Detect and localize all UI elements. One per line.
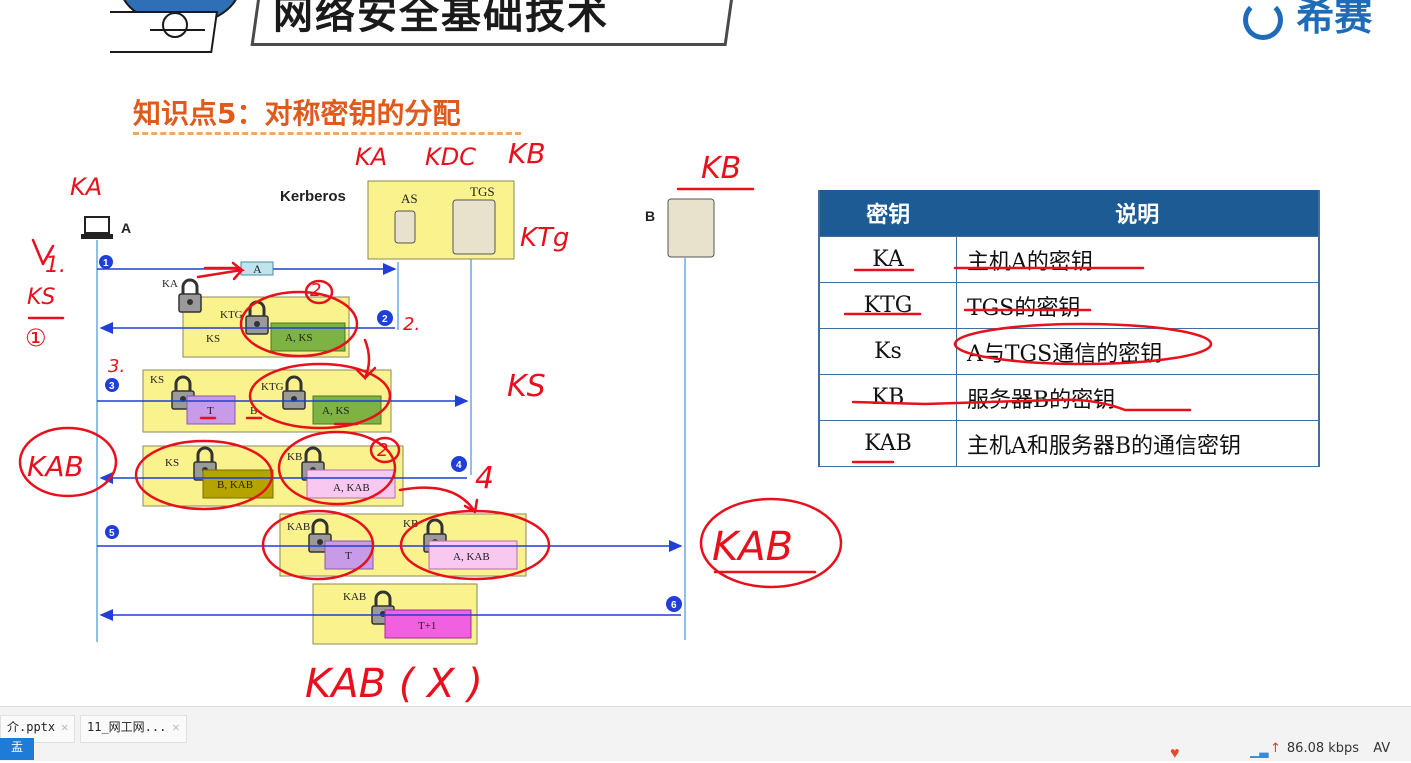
payload-ks-1: KS [206, 333, 220, 345]
server-b-icon [667, 198, 715, 258]
table-cell-key: Ks [818, 328, 957, 375]
table-row: KA 主机A的密钥 [818, 236, 1320, 283]
step-1-badge [99, 255, 113, 269]
lock-key-kab-2: KAB [343, 591, 366, 603]
net-speed-value: 86.08 kbps [1286, 741, 1360, 756]
slide-canvas: 网络安全基础技术 希赛 知识点5：对称密钥的分配 Kerberos AS TGS [15, 0, 1411, 706]
computer-a-icon [84, 216, 110, 234]
step-4-number: 4 [456, 460, 462, 471]
step-2-number: 2 [382, 314, 388, 325]
step-2-badge [377, 310, 393, 326]
lock-key-kab-1: KAB [287, 521, 310, 533]
table-header-row: 密钥 说明 [819, 190, 1319, 237]
close-icon[interactable]: ✕ [61, 720, 69, 734]
upload-arrow-icon: ↑ [1270, 741, 1281, 756]
table-cell-key: KB [818, 374, 957, 421]
step-4-badge [451, 456, 467, 472]
step-5-badge [105, 525, 119, 539]
window-left-edge [0, 0, 16, 706]
brand-logo: 希赛 [1243, 0, 1372, 41]
signal-icon: ▁▃ [1250, 744, 1269, 758]
app-chip-label: 盂 [10, 740, 23, 754]
payload-a-kab-2: A, KAB [453, 551, 490, 563]
key-table: 密钥 说明 KA 主机A的密钥 KTG TGS的密钥 Ks A与TGS通信的密钥… [818, 190, 1320, 467]
payload-b-1: B [250, 405, 257, 417]
step-6-badge [666, 596, 682, 612]
tgs-label: TGS [470, 184, 495, 199]
step-3-number: 3 [109, 381, 115, 392]
lock-key-ka: KA [162, 278, 178, 290]
table-row: KAB 主机A和服务器B的通信密钥 [818, 420, 1320, 467]
payload-t-1: T [207, 405, 214, 417]
network-speed: ↑ 86.08 kbps AV [1270, 741, 1390, 756]
step-1-number: 1 [103, 258, 109, 269]
slide-title: 网络安全基础技术 [273, 0, 609, 38]
payload-b-kab: B, KAB [217, 479, 253, 491]
tgs-server-icon [452, 199, 496, 255]
step-6-number: 6 [671, 600, 677, 611]
taskbar: 介.pptx ✕ 11_网工网... ✕ [0, 706, 1411, 761]
lock-key-ks-1: KS [150, 374, 164, 386]
step-3-badge [105, 378, 119, 392]
host-a-label: A [121, 220, 131, 236]
host-b-label: B [645, 208, 655, 224]
table-row: KB 服务器B的密钥 [818, 374, 1320, 421]
net-speed-extra: AV [1373, 741, 1391, 756]
mascot-illustration [110, 0, 237, 53]
lock-key-kb-2: KB [403, 518, 418, 530]
table-row: Ks A与TGS通信的密钥 [818, 328, 1320, 375]
payload-t-2: T [345, 550, 352, 562]
logo-text: 希赛 [1296, 0, 1373, 39]
payload-a-ks-2: A, KS [322, 405, 350, 417]
tab-label: 介.pptx [7, 720, 56, 734]
table-header-key: 密钥 [819, 190, 957, 237]
as-server-icon [394, 210, 416, 244]
kerberos-label: Kerberos [280, 188, 346, 205]
as-label: AS [401, 191, 418, 206]
table-cell-desc: 主机A和服务器B的通信密钥 [956, 420, 1320, 467]
lock-key-ktg-2: KTG [261, 381, 284, 393]
table-cell-desc: A与TGS通信的密钥 [956, 328, 1320, 375]
payload-a-kab-1: A, KAB [333, 482, 370, 494]
lock-key-kb-1: KB [287, 451, 302, 463]
title-underline [133, 132, 521, 135]
payload-t-plus-1: T+1 [418, 620, 436, 632]
lock-key-ks-2: KS [165, 457, 179, 469]
tab-network[interactable]: 11_网工网... ✕ [80, 715, 187, 743]
table-cell-key: KA [818, 236, 957, 283]
table-cell-key: KAB [818, 420, 957, 467]
app-chip[interactable]: 盂 [0, 738, 34, 760]
logo-mark-icon [1243, 0, 1283, 40]
kerberos-diagram: Kerberos AS TGS A B 1 A KA KTG KS A, KS … [81, 180, 715, 645]
table-cell-desc: TGS的密钥 [956, 282, 1320, 329]
msg1-label: A [253, 262, 262, 276]
table-cell-desc: 主机A的密钥 [956, 236, 1320, 283]
step-5-number: 5 [109, 528, 115, 539]
close-icon[interactable]: ✕ [172, 720, 180, 734]
tab-label: 11_网工网... [87, 720, 167, 734]
lock-key-ktg-1: KTG [220, 309, 243, 321]
table-cell-key: KTG [818, 282, 957, 329]
table-cell-desc: 服务器B的密钥 [956, 374, 1320, 421]
heart-icon[interactable]: ♥ [1170, 745, 1180, 762]
knowledge-point-title: 知识点5：对称密钥的分配 [133, 97, 461, 130]
table-row: KTG TGS的密钥 [818, 282, 1320, 329]
table-header-desc: 说明 [956, 190, 1319, 237]
payload-a-ks-1: A, KS [285, 332, 313, 344]
